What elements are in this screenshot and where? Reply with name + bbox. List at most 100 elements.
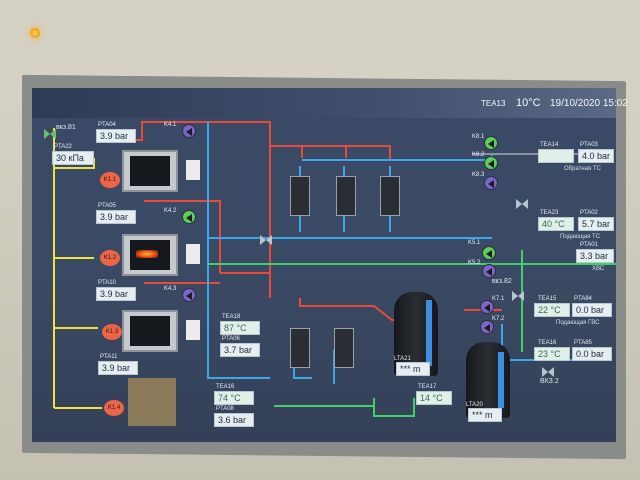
cold-pipe-top: [302, 154, 493, 161]
pump-k5-1-label: K5.1: [468, 240, 481, 246]
valve-152-icon[interactable]: [542, 364, 554, 377]
burner-k1-3[interactable]: K1.3: [102, 324, 122, 340]
heat-exchanger-1[interactable]: [290, 176, 310, 216]
burner-k1-4[interactable]: K1.4: [104, 400, 124, 416]
pta08-tag: PTA08: [216, 406, 234, 412]
obratnaya-pt-tag: PTA03: [580, 142, 598, 148]
boiler-2-flame-icon: [136, 250, 158, 258]
status-led-icon: [30, 28, 40, 38]
hot-pipe-tank: [299, 298, 404, 321]
hot-pipe-hx-top: [270, 145, 391, 160]
lt20-tag: LTA20: [466, 402, 483, 408]
pump-k4-2-icon[interactable]: [182, 210, 196, 224]
pump-k7-1-label: K7.1: [492, 296, 505, 302]
bottom-tea-tag: TEA16: [538, 340, 557, 346]
boiler-4-pt-value: 3.9 bar: [98, 361, 138, 375]
top-status-bar: TEA13 10°C 19/10/2020 15:02: [32, 88, 628, 118]
green-pipe-loop: [373, 398, 415, 417]
pump-k7-2-label: K7.2: [492, 316, 505, 322]
pta06-value: 3.7 bar: [220, 343, 260, 357]
tank-2-level-bar: [498, 352, 504, 408]
valve-top-icon[interactable]: [44, 126, 56, 139]
podayushaya-gvs-pt-tag: PTA84: [574, 296, 592, 302]
pump-k8-1-icon[interactable]: [484, 136, 498, 150]
pump-k8-3-label: K8.3: [472, 172, 485, 178]
boiler-4-pt-tag: PTA11: [100, 354, 118, 360]
podayushaya-ts-pt-value: 5.7 bar: [578, 217, 614, 231]
pump-k5-1-icon[interactable]: [482, 246, 496, 260]
boiler-3-pt-value: 3.9 bar: [96, 287, 136, 301]
boiler-1-window: [130, 156, 170, 186]
boiler-2-pt-tag: PTA05: [98, 203, 116, 209]
tea17-value: 14 °C: [416, 391, 452, 405]
podayushaya-gvs-label: Подающая ГВС: [556, 320, 600, 326]
boiler-1-pt-value: 3.9 bar: [96, 129, 136, 143]
heat-exchanger-2[interactable]: [336, 176, 356, 216]
valve-mid-icon[interactable]: [260, 232, 272, 245]
burner-k1-1[interactable]: K1.1: [100, 172, 120, 188]
pump-k4-3-icon[interactable]: [182, 288, 196, 302]
pump-k8-3-icon[interactable]: [484, 176, 498, 190]
boiler-1-extension: [186, 160, 200, 180]
tea16-tag: TEA16: [216, 384, 235, 390]
pump-k5-2-icon[interactable]: [482, 264, 496, 278]
pt-top-value: 30 кПа: [52, 151, 94, 165]
podayushaya-ts-tea-tag: TEA23: [540, 210, 559, 216]
hmi-screen: TEA13 10°C 19/10/2020 15:02: [32, 88, 628, 442]
pump-k4-1-icon[interactable]: [182, 124, 196, 138]
valve-82-tag: вкз.82: [492, 278, 512, 285]
podayushaya-gvs-pt-value: 0.0 bar: [572, 303, 612, 317]
tea16-value: 74 °C: [214, 391, 254, 405]
valve-152-tag: ВКЗ.2: [540, 378, 559, 385]
heat-exchanger-3[interactable]: [380, 176, 400, 216]
yellow-pipe-1: [54, 158, 95, 169]
boiler-2-pt-value: 3.9 bar: [96, 210, 136, 224]
podayushaya-ts-tea-value: 40 °C: [538, 217, 574, 231]
heat-exchanger-4[interactable]: [290, 328, 310, 368]
lt21-value: *** m: [396, 362, 430, 376]
podayushaya-ts-pt-tag: PTA02: [580, 210, 598, 216]
pump-k7-1-icon[interactable]: [480, 300, 494, 314]
boiler-2[interactable]: [122, 234, 200, 276]
pump-k7-2-icon[interactable]: [480, 320, 494, 334]
heat-exchanger-5[interactable]: [334, 328, 354, 368]
pump-k4-1-label: K4.1: [164, 122, 177, 128]
valve-top-tag: вкз.81: [56, 124, 76, 131]
obratnaya-tea-tag: TEA14: [540, 142, 559, 148]
lt21-tag: LTA21: [394, 356, 411, 362]
tea18-tag: TEA18: [222, 314, 241, 320]
bottom-tea-value: 23 °C: [534, 347, 570, 361]
tank-1-level-bar: [426, 300, 432, 366]
tea18-value: 87 °C: [220, 321, 260, 335]
device-top-panel: [0, 0, 640, 64]
burner-k1-2[interactable]: K1.2: [100, 250, 120, 266]
hvs-pt-tag: PTA01: [580, 242, 598, 248]
pump-k4-2-label: K4.2: [164, 208, 177, 214]
boiler-3-extension: [186, 320, 200, 340]
boiler-3-window: [130, 316, 170, 346]
cold-pipe-return: [207, 122, 270, 379]
pta06-tag: PTA06: [222, 336, 240, 342]
podayushaya-gvs-tea-tag: TEA15: [538, 296, 557, 302]
header-sensor-tag: TEA13: [481, 99, 506, 108]
header-datetime: 19/10/2020 15:02: [550, 98, 628, 109]
bottom-pt-value: 0.0 bar: [572, 347, 612, 361]
storage-tank-2[interactable]: [466, 342, 510, 418]
obratnaya-pt-value: 4.0 bar: [578, 149, 614, 163]
boiler-3-pt-tag: PTA10: [98, 280, 116, 286]
valve-82-icon[interactable]: [512, 288, 524, 301]
valve-right-top-icon[interactable]: [516, 196, 528, 209]
boiler-4[interactable]: [128, 378, 176, 426]
obratnaya-tea-value: [538, 149, 574, 163]
boiler-2-extension: [186, 244, 200, 264]
bottom-pt-tag: PTA85: [574, 340, 592, 346]
pump-k8-2-icon[interactable]: [484, 156, 498, 170]
boiler-1[interactable]: [122, 150, 200, 192]
hot-pipe-lower: [220, 272, 271, 298]
pta08-value: 3.6 bar: [214, 413, 254, 427]
podayushaya-gvs-tea-value: 22 °C: [534, 303, 570, 317]
pump-k4-3-label: K4.3: [164, 286, 177, 292]
pump-k8-1-label: K8.1: [472, 134, 485, 140]
header-temperature: 10°C: [516, 97, 541, 109]
boiler-3[interactable]: [122, 310, 200, 352]
